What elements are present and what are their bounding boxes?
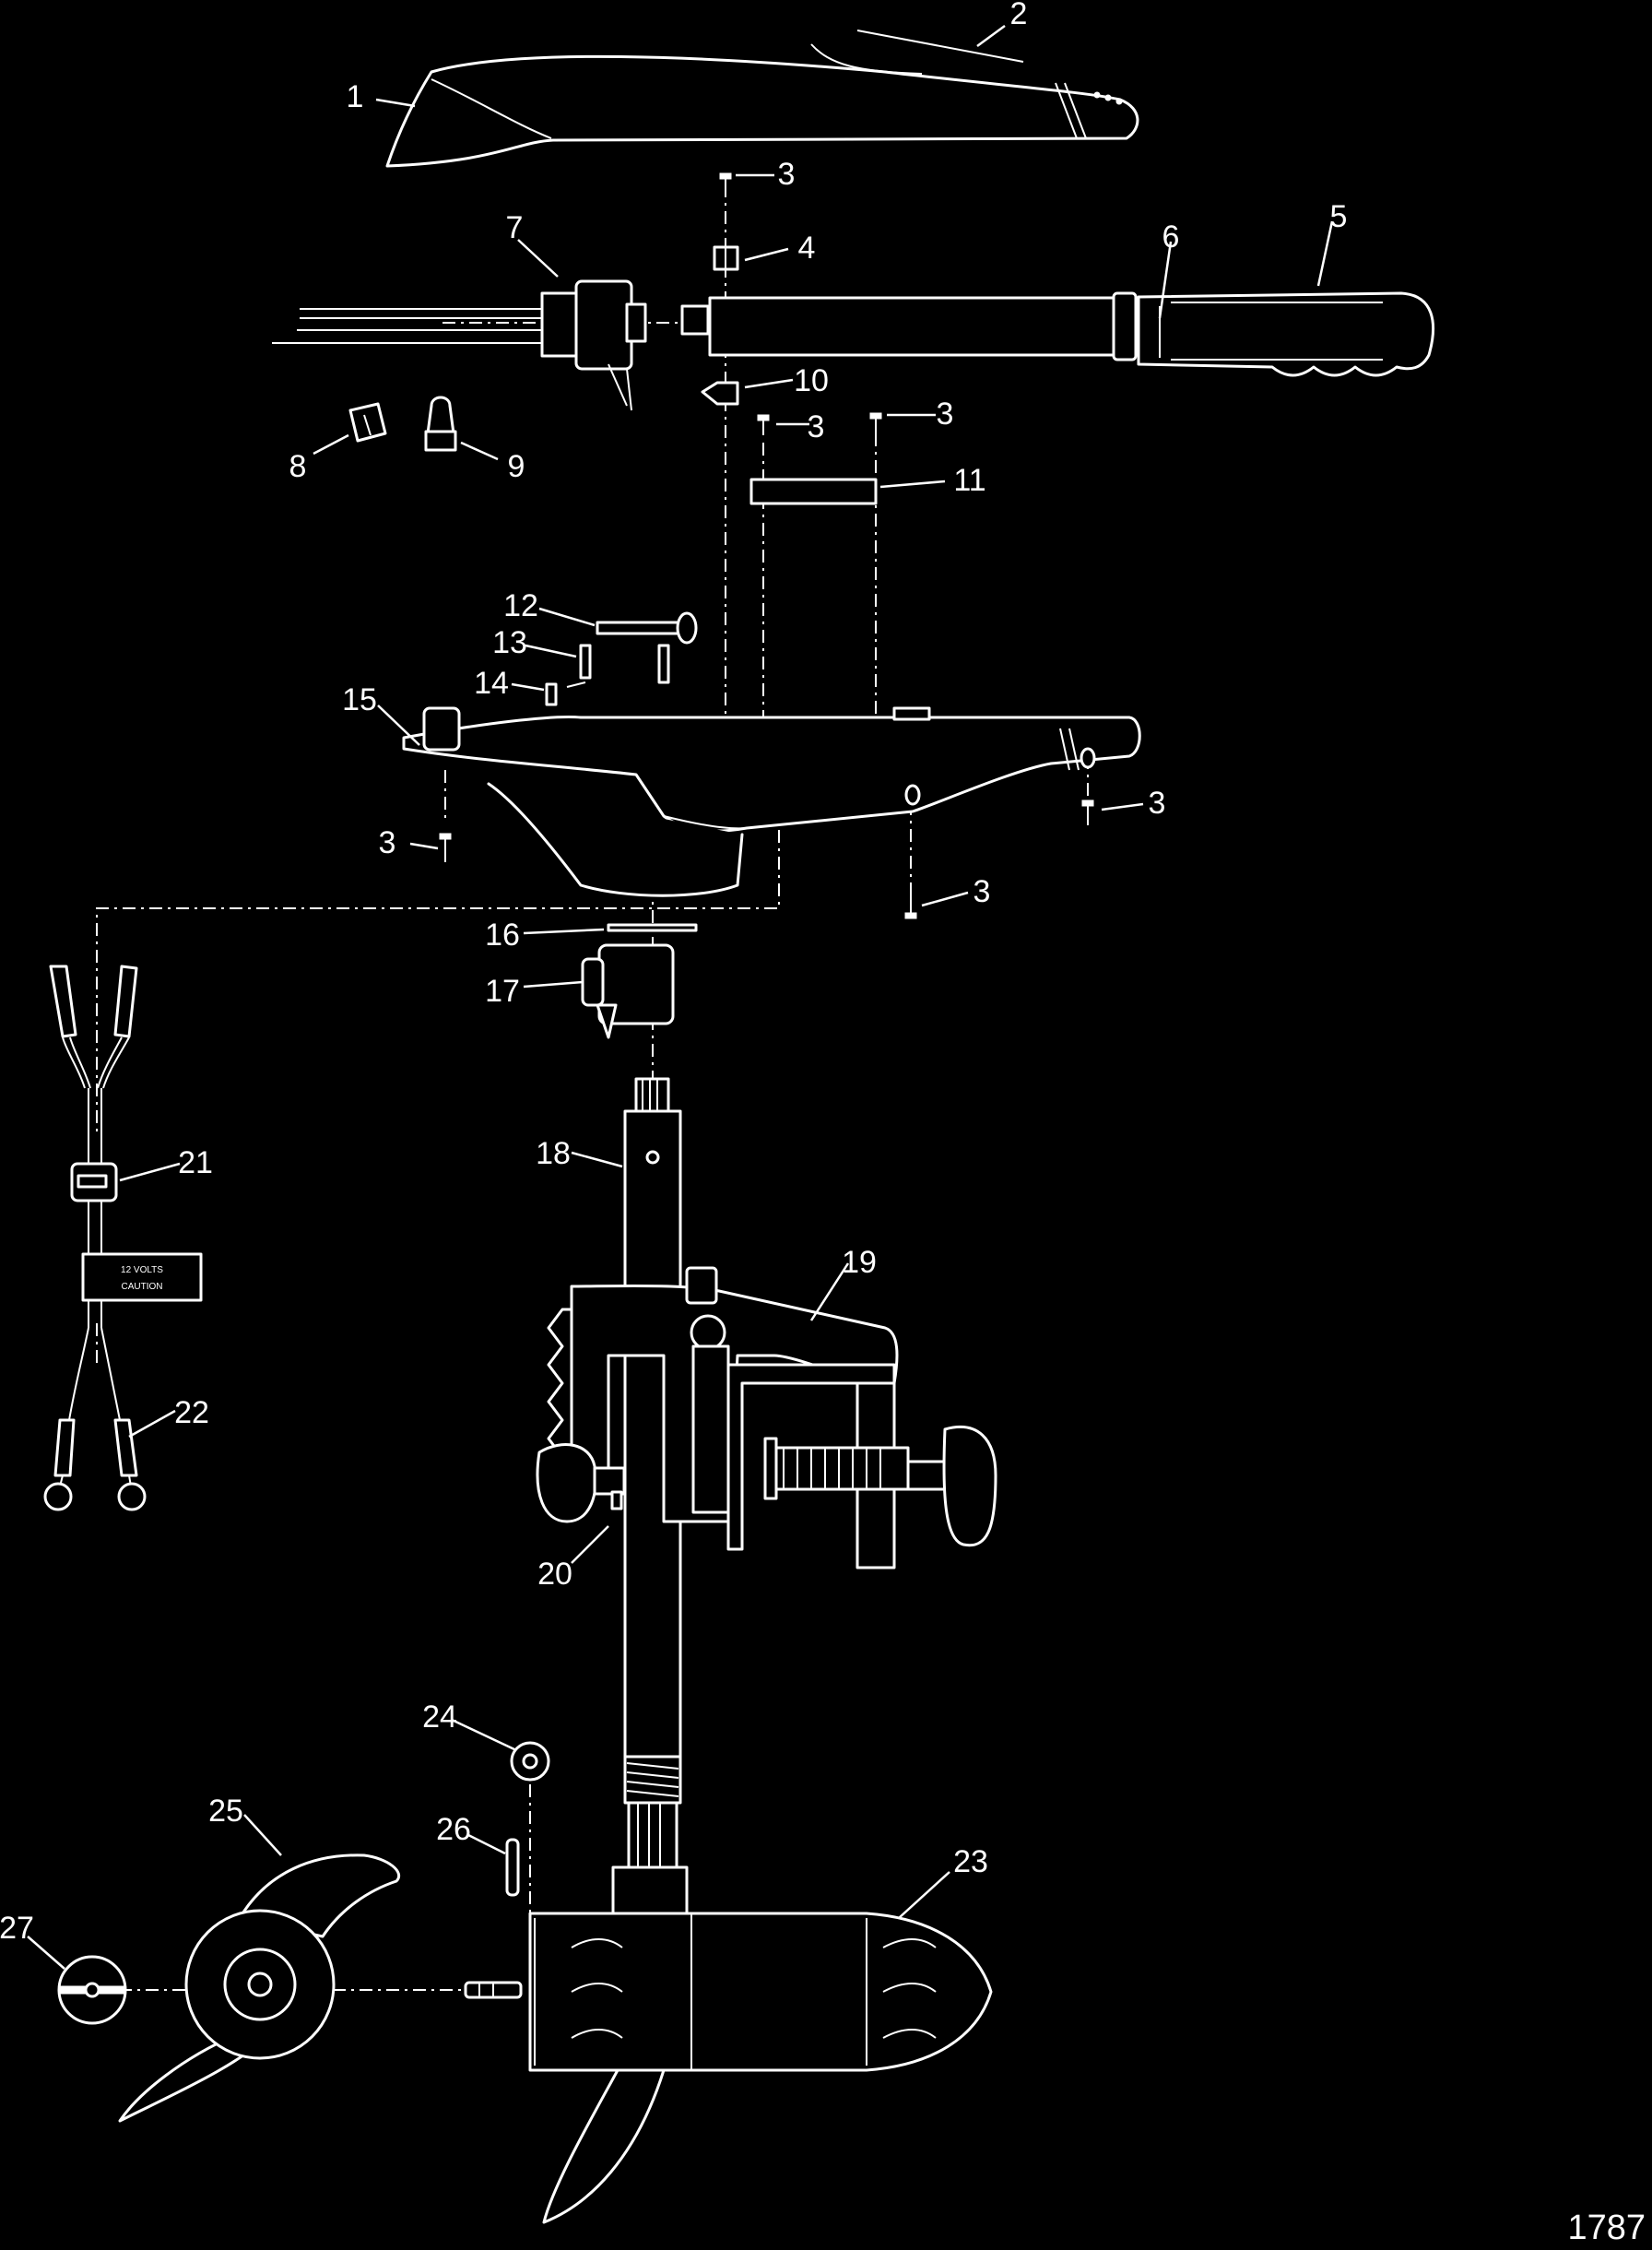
part-tension-knob: [536, 1443, 626, 1523]
callout-3f: 3: [974, 874, 991, 909]
part-pad: [749, 478, 878, 505]
callout-7: 7: [506, 210, 524, 245]
callout-15: 15: [342, 682, 377, 717]
part-handle-clip-upper: [713, 245, 739, 271]
part-screw-lower-right: [1081, 799, 1094, 825]
callout-labels: 1 2 3 4 5 6 7 8 9 10 3 3 11 12 13 14 15 …: [0, 0, 1347, 1946]
part-top-cover: [385, 30, 1139, 168]
part-lower-unit: [464, 1865, 993, 2224]
part-battery-leads: 12 VOLTS CAUTION: [43, 965, 203, 1511]
callout-21: 21: [178, 1145, 213, 1180]
callout-12: 12: [503, 588, 538, 623]
callout-13: 13: [492, 625, 527, 660]
callout-3a: 3: [778, 157, 796, 192]
callout-17: 17: [485, 974, 520, 1009]
leader-lines: [27, 24, 1334, 1970]
part-handle-grip: [1137, 291, 1435, 377]
callout-27: 27: [0, 1911, 34, 1946]
callout-16: 16: [485, 918, 520, 953]
part-screw-upper-center: [719, 172, 732, 194]
part-retaining-clip: [545, 682, 558, 706]
part-steering-collar: [581, 943, 675, 1039]
battery-decal-line2: CAUTION: [122, 1282, 163, 1292]
phantom-wire-route: [96, 830, 780, 1134]
callout-4: 4: [798, 231, 816, 266]
part-speed-switch: [272, 279, 647, 411]
callout-6: 6: [1162, 219, 1180, 255]
part-prop-nut: [57, 1955, 127, 2025]
part-propeller: [118, 1853, 400, 2123]
callout-3e: 3: [1149, 786, 1166, 821]
part-pivot-pin: [596, 611, 698, 684]
callout-3d: 3: [379, 825, 396, 860]
callout-3b: 3: [808, 409, 825, 444]
callout-14: 14: [474, 666, 509, 701]
part-shaft: [623, 1077, 682, 1871]
part-wire-connector: [348, 402, 387, 443]
part-screw-upper-right: [869, 412, 882, 433]
callout-1: 1: [347, 79, 364, 114]
part-spring: [566, 644, 592, 688]
part-nut: [510, 1741, 550, 1782]
part-screw-lower-bottom: [904, 894, 917, 919]
callout-2: 2: [1010, 0, 1028, 31]
callout-26: 26: [436, 1812, 471, 1847]
battery-decal-line1: 12 VOLTS: [121, 1265, 163, 1275]
callout-25: 25: [208, 1794, 243, 1829]
callout-19: 19: [842, 1245, 877, 1280]
part-motor-head: [402, 706, 1141, 897]
callout-18: 18: [536, 1136, 571, 1171]
part-screw-lower-left: [439, 833, 452, 862]
callout-22: 22: [174, 1395, 209, 1430]
part-wire-nut: [424, 396, 457, 452]
callout-8: 8: [289, 449, 307, 484]
part-screw-upper-left: [757, 414, 770, 435]
callout-11: 11: [953, 463, 985, 498]
callout-24: 24: [422, 1699, 457, 1735]
drawing-number: 1787: [1567, 2209, 1646, 2247]
callout-20: 20: [537, 1557, 572, 1592]
part-drive-pin: [505, 1838, 520, 1897]
callout-23: 23: [953, 1844, 988, 1879]
callout-10: 10: [794, 363, 829, 398]
callout-3c: 3: [937, 397, 954, 432]
part-tiller-handle: [680, 291, 1138, 361]
part-transom-bracket: [547, 1266, 997, 1569]
callout-5: 5: [1330, 199, 1348, 234]
part-handle-clip-lower: [701, 381, 739, 406]
callout-9: 9: [508, 449, 525, 484]
part-washer: [607, 923, 698, 932]
